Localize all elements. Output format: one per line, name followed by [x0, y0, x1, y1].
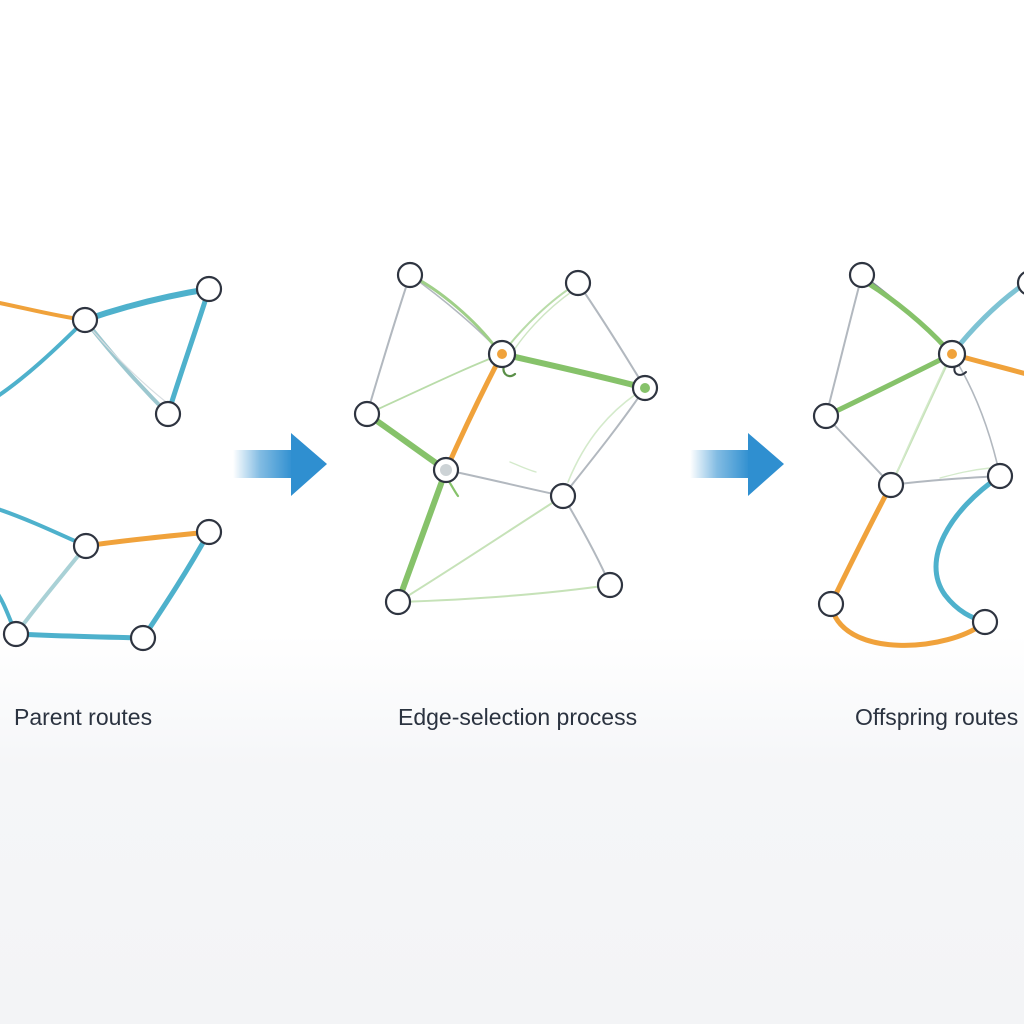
edge-gray	[890, 475, 1001, 486]
edge-green-faint	[397, 584, 611, 603]
node-center-green	[640, 383, 650, 393]
edge-green-faint	[507, 289, 575, 361]
node	[129, 624, 157, 652]
edge-gray	[577, 282, 646, 389]
node	[154, 400, 182, 428]
edge-green	[823, 351, 955, 419]
selected-edges	[364, 351, 648, 605]
offspring-nodes	[812, 261, 1024, 636]
node-center-gray	[440, 464, 452, 476]
edge-green	[499, 351, 648, 391]
node	[817, 590, 845, 618]
offspring-route-edges	[823, 279, 1024, 648]
edge-green-faint	[408, 273, 498, 350]
node	[384, 588, 412, 616]
edge-orange	[443, 351, 505, 473]
caption-edge-selection: Edge-selection process	[398, 704, 637, 730]
node-center-orange	[497, 349, 507, 359]
edge-gray	[562, 387, 646, 497]
node	[564, 269, 592, 297]
node	[877, 471, 905, 499]
edge-orange	[828, 601, 988, 648]
edge-gray	[366, 274, 411, 415]
node	[848, 261, 876, 289]
edge-gray	[825, 274, 863, 417]
panel-parent-routes	[0, 275, 223, 652]
edge-green-faint	[397, 495, 564, 603]
node	[971, 608, 999, 636]
arrow-right-icon	[690, 433, 784, 496]
node	[812, 402, 840, 430]
selection-nodes	[353, 261, 659, 616]
edge-dark-curl	[953, 365, 967, 376]
node	[986, 462, 1014, 490]
edge-gray	[409, 274, 503, 355]
panel-edge-selection	[353, 261, 659, 616]
edge-gray-faint	[91, 329, 171, 406]
node	[195, 518, 223, 546]
edge-gray	[825, 415, 892, 486]
node	[1016, 271, 1024, 295]
node	[71, 306, 99, 334]
parent-nodes	[2, 275, 223, 652]
edge-green	[863, 279, 949, 351]
edge-blue	[949, 281, 1024, 357]
edge-green-faint	[366, 353, 503, 415]
edge-teal-faint	[14, 544, 88, 636]
arrow-right-icon	[233, 433, 327, 496]
caption-parent-routes: Parent routes	[14, 704, 152, 730]
edge-green-faint	[567, 387, 646, 483]
node	[72, 532, 100, 560]
node-center-orange	[947, 349, 957, 359]
node	[549, 482, 577, 510]
parent-route-upper	[0, 286, 212, 417]
node	[2, 620, 30, 648]
edge-green	[395, 467, 449, 605]
panel-offspring-routes	[812, 261, 1024, 648]
edge-green-faint	[509, 461, 537, 473]
green-candidate-edges	[366, 273, 646, 603]
edge-orange	[83, 529, 212, 549]
edge-gray	[562, 495, 611, 586]
node	[596, 571, 624, 599]
edge-orange	[828, 482, 894, 607]
edge-blue	[13, 631, 146, 641]
edge-green-faint	[895, 363, 947, 476]
candidate-edges	[366, 274, 646, 586]
edge-green-faint	[939, 467, 991, 479]
edge-blue	[82, 286, 212, 323]
edge-green	[364, 411, 449, 473]
edge-blue	[0, 507, 88, 548]
parent-route-lower	[0, 507, 212, 641]
edge-blue	[0, 318, 87, 397]
edge-gray	[445, 469, 564, 497]
edge-gray	[951, 353, 1001, 477]
edge-blue	[165, 286, 212, 417]
caption-offspring-routes: Offspring routes	[855, 704, 1018, 730]
edge-teal-faint	[83, 318, 170, 416]
offspring-thin-edges	[825, 273, 1001, 486]
edge-blue	[933, 473, 1003, 625]
edge-blue	[140, 529, 212, 641]
node	[353, 400, 381, 428]
node	[195, 275, 223, 303]
node	[396, 261, 424, 289]
